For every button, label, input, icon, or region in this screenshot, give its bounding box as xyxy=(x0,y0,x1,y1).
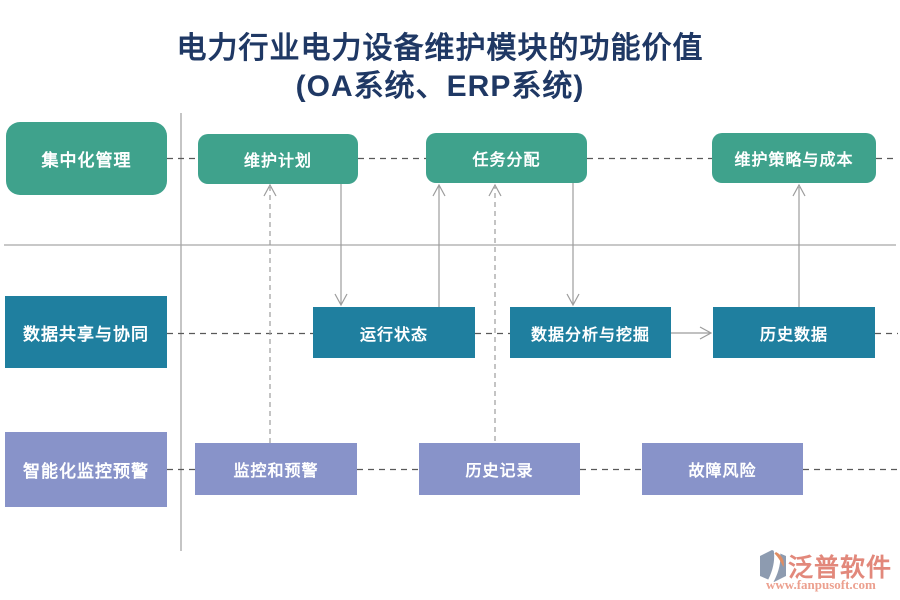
box-centralized-management: 集中化管理 xyxy=(6,122,167,195)
watermark-url: www.fanpusoft.com xyxy=(766,577,876,592)
box-maintenance-strategy-cost: 维护策略与成本 xyxy=(712,133,876,183)
title-line-2: (OA系统、ERP系统) xyxy=(295,70,585,103)
box-data-analysis-mining: 数据分析与挖掘 xyxy=(510,307,671,358)
diagram-title: 电力行业电力设备维护模块的功能价值 (OA系统、ERP系统) xyxy=(0,30,880,106)
arrow-status-to-task xyxy=(432,183,446,307)
box-operation-status: 运行状态 xyxy=(313,307,475,358)
arrow-history-to-strategy xyxy=(792,183,806,307)
box-data-sharing-collaboration: 数据共享与协同 xyxy=(5,296,167,368)
arrow-warning-to-plan xyxy=(263,183,277,443)
watermark: 泛普软件 www.fanpusoft.com xyxy=(760,548,898,594)
box-fault-risk: 故障风险 xyxy=(642,443,803,495)
box-monitoring-and-warning: 监控和预警 xyxy=(195,443,357,495)
box-historical-data: 历史数据 xyxy=(713,307,875,358)
arrow-analysis-to-history xyxy=(671,326,713,340)
watermark-brand: 泛普软件 xyxy=(788,555,893,582)
title-line-1: 电力行业电力设备维护模块的功能价值 xyxy=(176,32,704,65)
arrow-task-to-analysis xyxy=(566,182,580,307)
box-maintenance-plan: 维护计划 xyxy=(198,134,358,184)
box-intelligent-monitoring-warning: 智能化监控预警 xyxy=(5,432,167,507)
arrow-records-to-task xyxy=(488,183,502,441)
arrow-plan-to-status xyxy=(334,183,348,307)
fanpu-logo-icon xyxy=(760,550,786,582)
box-history-records: 历史记录 xyxy=(419,443,580,495)
box-task-assignment: 任务分配 xyxy=(426,133,587,183)
